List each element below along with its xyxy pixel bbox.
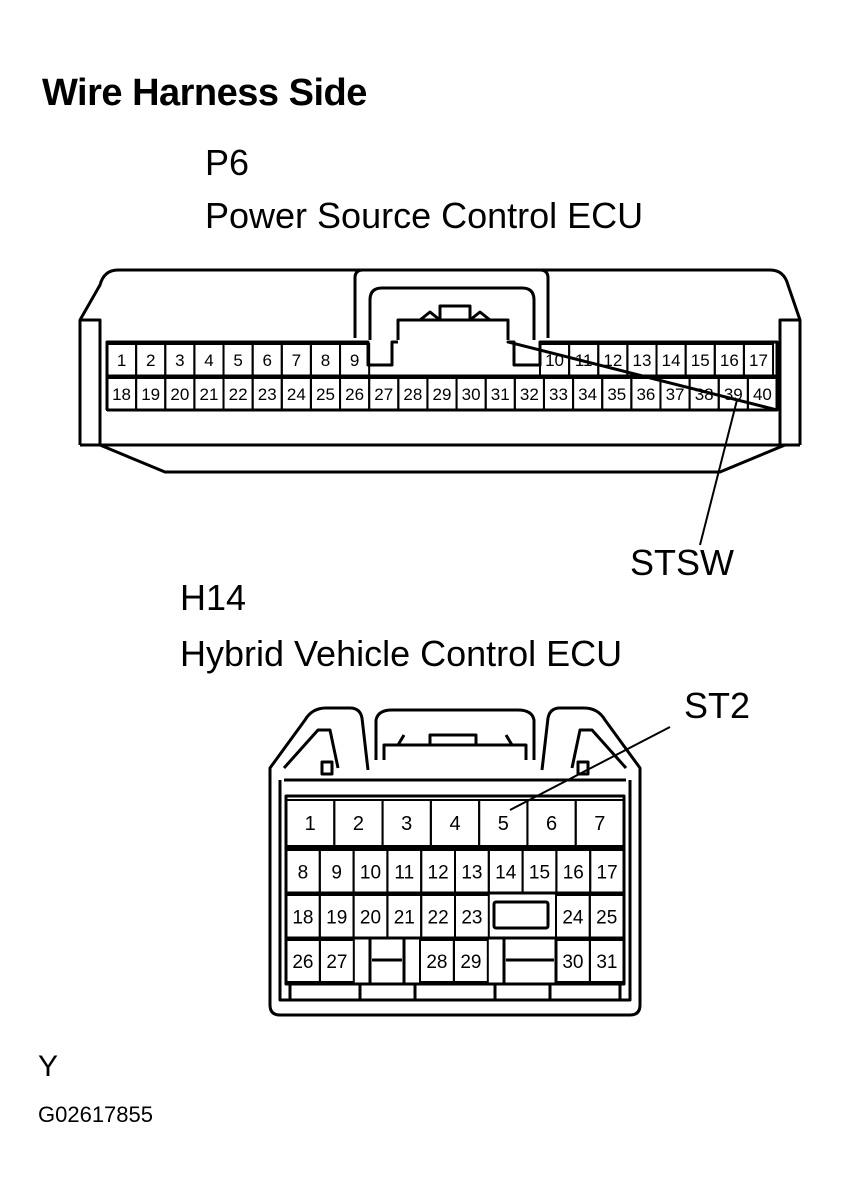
p6-pin-11-label: 11	[575, 351, 593, 370]
st2-leader-line	[509, 726, 671, 811]
h14-pin-21-label: 21	[394, 907, 415, 928]
h14-pin-1-label: 1	[305, 813, 316, 835]
h14-pin-7-label: 7	[594, 813, 605, 835]
h14-connector-name: Hybrid Vehicle Control ECU	[180, 633, 623, 674]
h14-pin-27-label: 27	[326, 952, 347, 973]
p6-pin-39-label: 39	[724, 385, 743, 404]
h14-pin-28-label: 28	[426, 952, 447, 973]
p6-pin-37-label: 37	[666, 385, 685, 404]
h14-pin-12-label: 12	[428, 862, 449, 883]
p6-pin-27-label: 27	[374, 385, 393, 404]
h14-pin-6-label: 6	[546, 813, 557, 835]
p6-pin-32-label: 32	[520, 385, 539, 404]
h14-pin-30-label: 30	[562, 952, 583, 973]
p6-pin-17-label: 17	[749, 351, 768, 370]
h14-pin-29-label: 29	[460, 952, 481, 973]
h14-connector-code: H14	[180, 577, 247, 618]
p6-connector-code: P6	[205, 142, 250, 183]
h14-pin-19-label: 19	[326, 907, 347, 928]
p6-pin-13-label: 13	[632, 351, 651, 370]
p6-bottom-row-pins: 18 19 20 21 22 23 24 25 26 27 28 29 30 31 32 33 34 35 36 37…	[106, 377, 778, 411]
figure-id: G02617855	[38, 1102, 153, 1127]
h14-pin-24-label: 24	[562, 907, 584, 928]
p6-pin-26-label: 26	[345, 385, 364, 404]
p6-pin-12-label: 12	[603, 351, 622, 370]
p6-pin-6-label: 6	[262, 351, 271, 370]
h14-pin-3-label: 3	[401, 813, 412, 835]
p6-pin-25-label: 25	[316, 385, 335, 404]
p6-pin-1-label: 1	[117, 351, 126, 370]
h14-pin-29-cell	[453, 939, 489, 983]
p6-pin-29-label: 29	[433, 385, 452, 404]
p6-pin-5-label: 5	[233, 351, 242, 370]
p6-pin-35-label: 35	[607, 385, 626, 404]
h14-pin-23-label: 23	[461, 907, 482, 928]
h14-pin-26-label: 26	[292, 952, 313, 973]
h14-pin-27-cell	[319, 939, 355, 983]
p6-pin-19-label: 19	[141, 385, 160, 404]
p6-housing	[78, 268, 802, 474]
p6-pin-4-label: 4	[204, 351, 213, 370]
p6-pin-34-label: 34	[578, 385, 597, 404]
h14-pin-5-label: 5	[498, 813, 509, 835]
h14-pin-14-label: 14	[495, 862, 517, 883]
p6-pin-31-label: 31	[491, 385, 510, 404]
h14-pin-2-label: 2	[353, 813, 364, 835]
p6-pin-2-label: 2	[146, 351, 155, 370]
h14-pin-31-cell	[589, 939, 625, 983]
p6-pin-9-cell	[339, 343, 371, 377]
p6-pin-3-label: 3	[175, 351, 184, 370]
h14-pin-25-label: 25	[596, 907, 617, 928]
p6-pin-10-label: 10	[545, 351, 564, 370]
h14-pin-20-label: 20	[360, 907, 381, 928]
footer-letter: Y	[38, 1050, 59, 1083]
h14-pin-25-cell	[588, 894, 625, 939]
h14-pin-9-label: 9	[331, 862, 342, 883]
p6-pin-18-label: 18	[112, 385, 131, 404]
h14-pin-13-label: 13	[461, 862, 482, 883]
h14-pin-17-cell	[589, 849, 626, 894]
p6-pin-38-label: 38	[695, 385, 714, 404]
p6-connector-name: Power Source Control ECU	[205, 195, 644, 236]
h14-pin-22-label: 22	[428, 907, 449, 928]
p6-pin-15-label: 15	[691, 351, 710, 370]
p6-pin-14-label: 14	[662, 351, 681, 370]
p6-pin-22-label: 22	[229, 385, 248, 404]
p6-pin-9-label: 9	[350, 351, 359, 370]
p6-pin-40-label: 40	[753, 385, 772, 404]
p6-pin-36-label: 36	[636, 385, 655, 404]
p6-pin-7-label: 7	[292, 351, 301, 370]
h14-pin-15-label: 15	[529, 862, 550, 883]
h14-pin-31-label: 31	[596, 952, 617, 973]
p6-pin-8-label: 8	[321, 351, 330, 370]
p6-pin-28-label: 28	[403, 385, 422, 404]
page-title: Wire Harness Side	[42, 72, 367, 114]
p6-pin-33-label: 33	[549, 385, 568, 404]
p6-pin-23-label: 23	[258, 385, 277, 404]
p6-pin-30-label: 30	[462, 385, 481, 404]
h14-pin-7-cell	[574, 799, 626, 847]
st2-callout: ST2	[684, 685, 750, 726]
h14-pin-23-cell	[454, 894, 490, 939]
p6-pin-20-label: 20	[170, 385, 189, 404]
p6-pin-24-label: 24	[287, 385, 306, 404]
stsw-callout: STSW	[630, 542, 734, 583]
stsw-leader-line	[699, 399, 738, 546]
p6-pin-40-cell	[746, 377, 778, 411]
h14-pin-8-label: 8	[298, 862, 309, 883]
p6-pin-17-cell	[742, 343, 775, 377]
h14-pin-11-label: 11	[394, 862, 414, 883]
p6-pin-16-label: 16	[720, 351, 739, 370]
h14-pin-18-label: 18	[292, 907, 313, 928]
h14-pin-10-label: 10	[360, 862, 381, 883]
h14-pin-17-label: 17	[597, 862, 618, 883]
h14-pin-4-label: 4	[449, 813, 460, 835]
p6-pin-21-label: 21	[199, 385, 218, 404]
h14-pin-16-label: 16	[563, 862, 584, 883]
